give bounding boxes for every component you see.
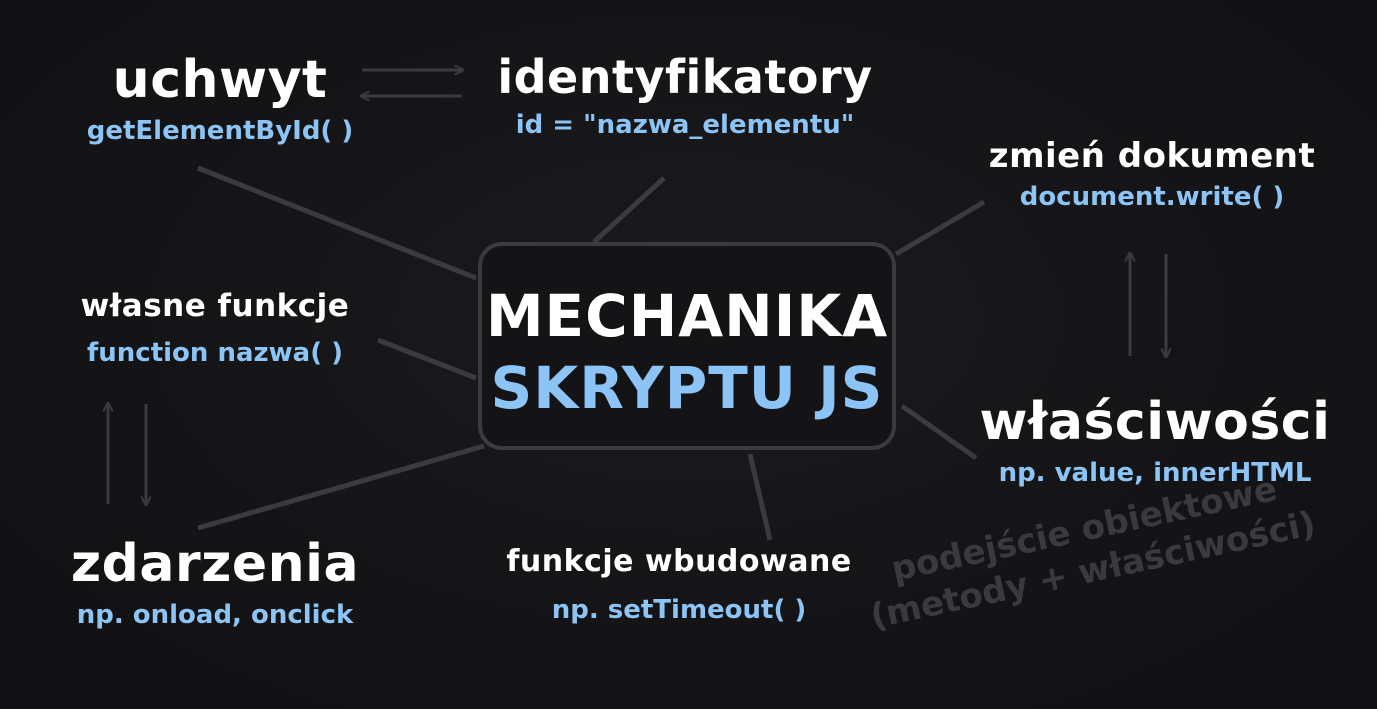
node-wlasciwosci: właściwości np. value, innerHTML xyxy=(960,392,1350,488)
node-funkcje-wbudowane-title: funkcje wbudowane xyxy=(506,544,852,579)
node-funkcje-wbudowane-sub: np. setTimeout( ) xyxy=(551,595,807,625)
node-zmien-dokument-title: zmień dokument xyxy=(988,136,1316,176)
connector-wlasciwosci xyxy=(900,403,978,461)
node-uchwyt: uchwyt getElementById( ) xyxy=(60,50,380,146)
node-wlasne-funkcje-title: własne funkcje xyxy=(80,288,350,324)
node-identyfikatory: identyfikatory id = "nazwa_elementu" xyxy=(480,50,890,140)
connector-funkcje-wbudowane xyxy=(747,453,773,541)
connector-wlasne-funkcje xyxy=(377,337,477,381)
connector-identyfikatory xyxy=(592,176,666,244)
connector-zmien-dokument xyxy=(894,199,986,257)
node-uchwyt-title: uchwyt xyxy=(112,50,328,110)
node-zdarzenia-sub: np. onload, onclick xyxy=(76,600,354,630)
node-uchwyt-sub: getElementById( ) xyxy=(86,116,354,146)
node-wlasne-funkcje: własne funkcje function nazwa( ) xyxy=(50,288,380,368)
center-box: MECHANIKA SKRYPTU JS xyxy=(478,242,896,450)
node-wlasne-funkcje-sub: function nazwa( ) xyxy=(86,338,344,368)
node-zmien-dokument-sub: document.write( ) xyxy=(1019,182,1285,212)
node-identyfikatory-sub: id = "nazwa_elementu" xyxy=(515,110,855,140)
node-wlasciwosci-sub: np. value, innerHTML xyxy=(998,458,1312,488)
center-subtitle: SKRYPTU JS xyxy=(490,354,884,422)
center-title: MECHANIKA xyxy=(485,282,889,350)
node-zdarzenia: zdarzenia np. onload, onclick xyxy=(50,534,380,630)
node-zdarzenia-title: zdarzenia xyxy=(70,534,360,594)
node-funkcje-wbudowane: funkcje wbudowane np. setTimeout( ) xyxy=(472,544,886,625)
connector-uchwyt xyxy=(197,165,477,281)
connector-zdarzenia xyxy=(197,443,485,531)
node-identyfikatory-title: identyfikatory xyxy=(497,50,873,104)
node-wlasciwosci-title: właściwości xyxy=(979,392,1331,452)
node-zmien-dokument: zmień dokument document.write( ) xyxy=(962,136,1342,212)
